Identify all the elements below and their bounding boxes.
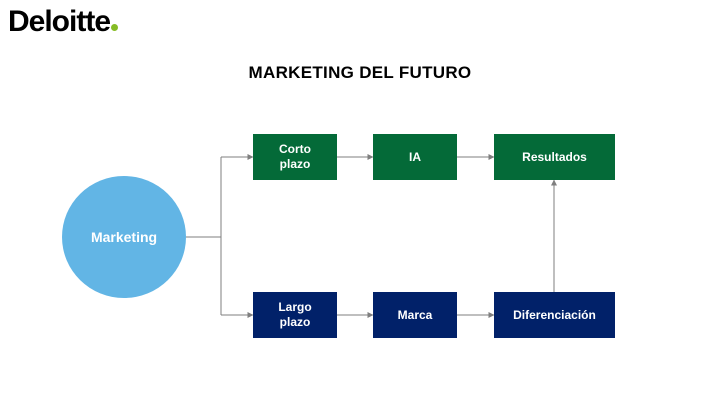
ia-label: IA bbox=[409, 149, 421, 164]
largo-plazo-label-line2: plazo bbox=[279, 315, 311, 329]
slide-title: MARKETING DEL FUTURO bbox=[248, 63, 472, 82]
resultados-label: Resultados bbox=[522, 149, 587, 164]
corto-plazo-label-line2: plazo bbox=[279, 157, 311, 171]
diferenciacion-box: Diferenciación bbox=[494, 292, 615, 338]
logo-wordmark: Deloitte bbox=[8, 5, 111, 38]
deloitte-logo: Deloitte bbox=[8, 5, 119, 38]
corto-plazo-label-line1: Corto bbox=[279, 142, 311, 156]
marca-box: Marca bbox=[373, 292, 457, 338]
marketing-circle: Marketing bbox=[62, 176, 186, 298]
resultados-box: Resultados bbox=[494, 134, 615, 180]
ia-box: IA bbox=[373, 134, 457, 180]
diferenciacion-label: Diferenciación bbox=[513, 307, 596, 322]
marketing-label: Marketing bbox=[90, 229, 158, 245]
largo-plazo-label-line1: Largo bbox=[278, 300, 312, 314]
corto-plazo-box: Corto plazo bbox=[253, 134, 337, 180]
largo-plazo-box: Largo plazo bbox=[253, 292, 337, 338]
marca-label: Marca bbox=[397, 307, 433, 322]
logo-green-dot bbox=[111, 24, 119, 31]
